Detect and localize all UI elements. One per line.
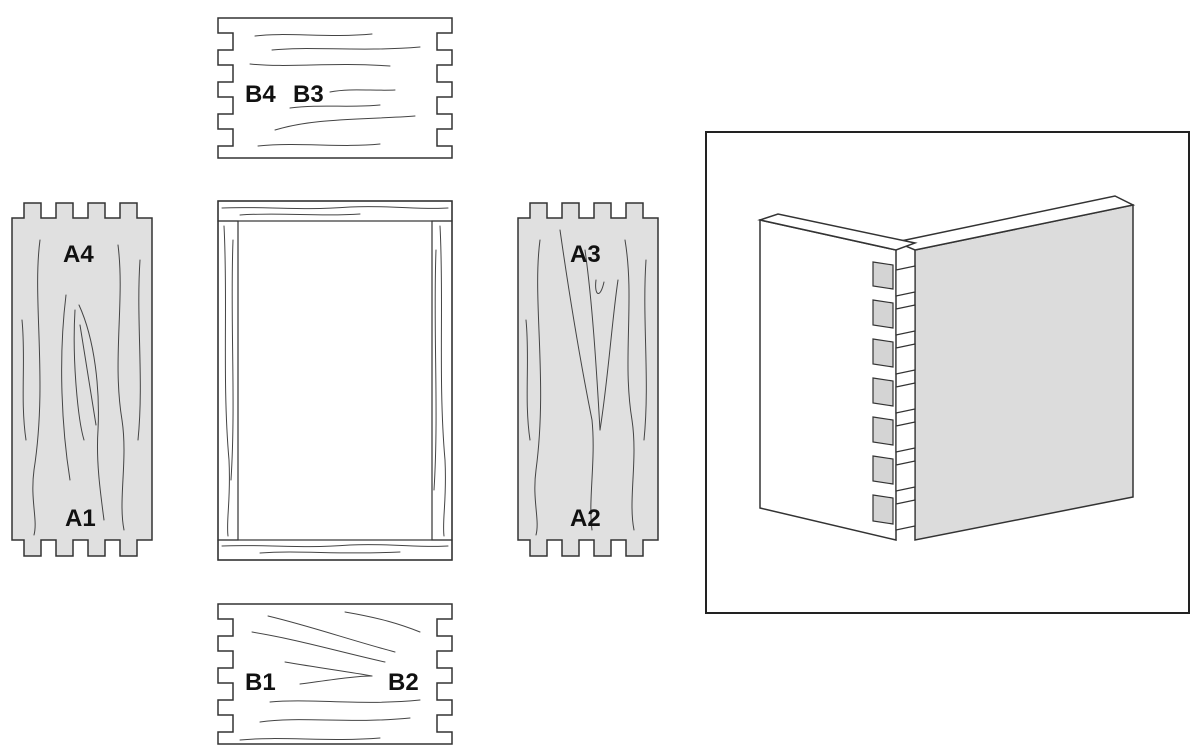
label-a1: A1 xyxy=(65,505,96,532)
label-a4: A4 xyxy=(63,241,94,268)
assembled-frame xyxy=(217,200,453,561)
label-a3: A3 xyxy=(570,241,601,268)
label-b3: B3 xyxy=(293,81,324,108)
label-b4: B4 xyxy=(245,81,276,108)
label-b2: B2 xyxy=(388,669,419,696)
board-a-left xyxy=(11,202,153,557)
board-b-top xyxy=(217,17,453,159)
board-a-right xyxy=(517,202,659,557)
label-b1: B1 xyxy=(245,669,276,696)
finished-joint-inset xyxy=(705,131,1190,614)
board-b-bottom xyxy=(217,603,453,745)
label-a2: A2 xyxy=(570,505,601,532)
